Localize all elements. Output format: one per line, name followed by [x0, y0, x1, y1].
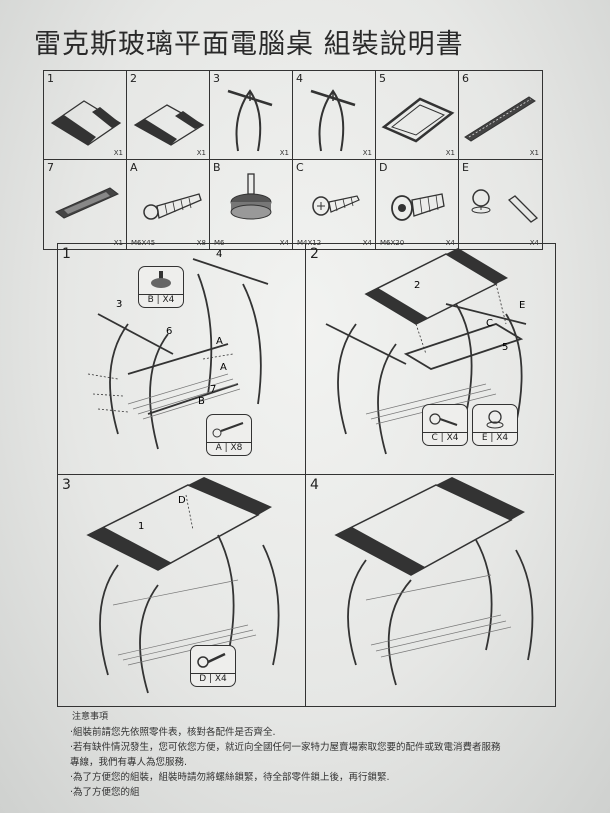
- part-cell-6: 6 X1: [459, 71, 542, 160]
- part-number: 5: [379, 72, 386, 85]
- callout-label: 1: [138, 521, 145, 532]
- note-line: 專線，我們有專人為您服務.: [70, 757, 188, 768]
- step-2: 2: [306, 244, 554, 475]
- part-cell-3: 3 X1: [210, 71, 293, 160]
- glass-top-icon: [50, 100, 122, 146]
- callout-label: A: [220, 362, 227, 373]
- long-bolt-icon: [212, 422, 244, 438]
- part-number: A: [130, 161, 138, 174]
- callout-label: 5: [502, 342, 509, 353]
- hardware-badge: C | X4: [422, 404, 468, 446]
- badge-label: C | X4: [423, 432, 467, 443]
- step-4: 4: [306, 475, 554, 706]
- part-cell-C: C M4X12 X4: [293, 160, 376, 249]
- step-2-drawing: [325, 248, 527, 455]
- part-cell-2: 2 X1: [127, 71, 210, 160]
- glass-shelf-icon: [133, 104, 205, 146]
- part-number: 4: [296, 72, 303, 85]
- part-number: 2: [130, 72, 137, 85]
- part-number: E: [462, 161, 469, 174]
- leveling-foot-icon: [230, 173, 272, 220]
- callout-label: E: [519, 300, 526, 311]
- badge-label: D | X4: [191, 673, 235, 684]
- part-cell-D: D M6X20 X4: [376, 160, 459, 249]
- part-qty: X1: [196, 149, 206, 157]
- allen-key-icon: [471, 189, 539, 223]
- badge-label: B | X4: [139, 294, 183, 305]
- note-line: ·為了方便您的組: [70, 787, 140, 798]
- part-number: 3: [213, 72, 220, 85]
- callout-label: B: [198, 396, 205, 407]
- crossbar-icon: [464, 96, 536, 142]
- badge-label: E | X4: [473, 432, 517, 443]
- side-frame-icon: [227, 89, 273, 152]
- hardware-badge: B | X4: [138, 266, 184, 308]
- part-cell-1: 1 X1: [44, 71, 127, 160]
- screw-icon: [429, 413, 458, 426]
- part-cell-5: 5 X1: [376, 71, 459, 160]
- callout-label: A: [216, 336, 223, 347]
- part-number: D: [379, 161, 388, 174]
- part-qty: X1: [445, 149, 455, 157]
- callout-label: 2: [414, 280, 421, 291]
- part-cell-B: B M6 X4: [210, 160, 293, 249]
- step-number: 3: [62, 477, 71, 493]
- part-qty: X1: [362, 149, 372, 157]
- note-line: ·組裝前請您先依照零件表，核對各配件是否齊全.: [70, 727, 276, 738]
- step-3: 3 1 D: [58, 475, 306, 706]
- callout-label: 3: [116, 299, 123, 310]
- part-cell-E: E X4: [459, 160, 542, 249]
- part-number: 7: [47, 161, 54, 174]
- hardware-badge: A | X8: [206, 414, 252, 456]
- part-qty: X1: [113, 149, 123, 157]
- side-frame-icon: [310, 89, 356, 152]
- part-cell-4: 4 X1: [293, 71, 376, 160]
- parts-table: 1 X1 2 X1 3 X1: [43, 70, 543, 250]
- long-bolt-icon: [143, 193, 202, 220]
- part-number: C: [296, 161, 304, 174]
- part-qty: X1: [279, 149, 289, 157]
- part-number: 6: [462, 72, 469, 85]
- step-number: 1: [62, 246, 71, 262]
- frame-icon: [381, 97, 455, 143]
- hardware-badge: E | X4: [472, 404, 518, 446]
- part-cell-7: 7 X1: [44, 160, 127, 249]
- notes-heading: 注意事項: [72, 712, 109, 722]
- leveling-foot-icon: [151, 271, 171, 288]
- step-1: 1: [58, 244, 306, 475]
- callout-label: C: [486, 318, 493, 329]
- assembly-steps: 1: [57, 243, 556, 707]
- keyboard-tray-icon: [55, 187, 119, 219]
- step-number: 4: [310, 477, 319, 493]
- screw-icon: [312, 195, 360, 216]
- short-bolt-icon: [391, 193, 445, 221]
- note-line: ·若有缺件情況發生，您可依您方便，就近向全國任何一家特力屋賣場索取您要的配件或致…: [70, 742, 501, 753]
- badge-label: A | X8: [207, 442, 251, 453]
- callout-label: 6: [166, 326, 173, 337]
- short-bolt-icon: [197, 652, 226, 668]
- step-3-drawing: [86, 477, 280, 694]
- callout-label: 7: [210, 384, 217, 395]
- callout-label: 4: [216, 249, 223, 260]
- notes-section: 注意事項 ·組裝前請您先依照零件表，核對各配件是否齊全. ·若有缺件情況發生，您…: [70, 710, 590, 800]
- part-number: B: [213, 161, 221, 174]
- part-number: 1: [47, 72, 54, 85]
- part-cell-A: A M6X45 X8: [127, 160, 210, 249]
- step-4-drawing: [334, 477, 534, 686]
- note-line: ·為了方便您的組裝，組裝時請勿將螺絲鎖緊，待全部零件鎖上後，再行鎖緊.: [70, 772, 390, 783]
- step-number: 2: [310, 246, 319, 262]
- page-title: 雷克斯玻璃平面電腦桌 組裝說明書: [34, 29, 464, 60]
- part-qty: X1: [529, 149, 539, 157]
- allen-key-icon: [486, 410, 504, 429]
- step-1-drawing: [87, 258, 269, 450]
- callout-label: D: [178, 495, 186, 506]
- hardware-badge: D | X4: [190, 645, 236, 687]
